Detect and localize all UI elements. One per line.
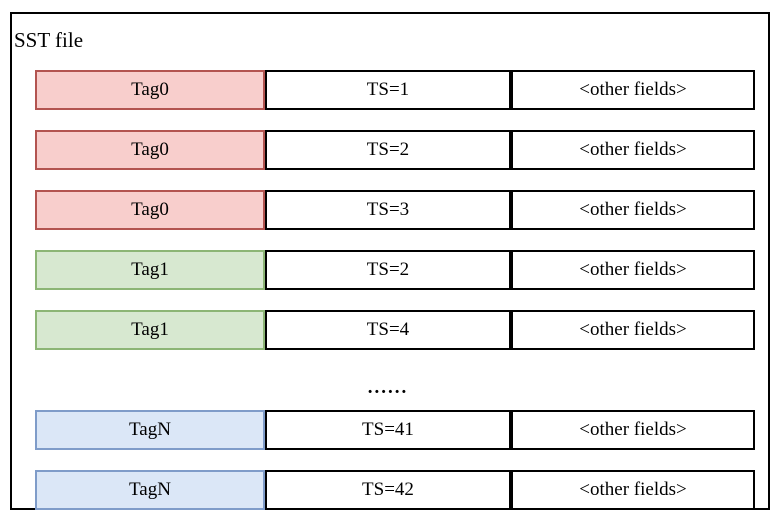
timestamp-cell: TS=42 xyxy=(265,470,511,510)
timestamp-cell: TS=1 xyxy=(265,70,511,110)
tag-cell: Tag1 xyxy=(35,310,265,350)
other-fields-cell: <other fields> xyxy=(511,310,755,350)
record-row: Tag0 TS=2 <other fields> xyxy=(35,130,755,170)
tag-cell: TagN xyxy=(35,470,265,510)
other-fields-cell: <other fields> xyxy=(511,470,755,510)
timestamp-cell: TS=4 xyxy=(265,310,511,350)
record-rows: Tag0 TS=1 <other fields> Tag0 TS=2 <othe… xyxy=(35,70,755,530)
record-row: Tag0 TS=1 <other fields> xyxy=(35,70,755,110)
timestamp-cell: TS=2 xyxy=(265,250,511,290)
timestamp-cell: TS=41 xyxy=(265,410,511,450)
timestamp-cell: TS=2 xyxy=(265,130,511,170)
tag-cell: TagN xyxy=(35,410,265,450)
record-row: TagN TS=41 <other fields> xyxy=(35,410,755,450)
other-fields-cell: <other fields> xyxy=(511,250,755,290)
record-row: Tag0 TS=3 <other fields> xyxy=(35,190,755,230)
ellipsis: ...... xyxy=(367,377,409,398)
other-fields-cell: <other fields> xyxy=(511,410,755,450)
record-row: Tag1 TS=2 <other fields> xyxy=(35,250,755,290)
sst-file-box: SST file Tag0 TS=1 <other fields> Tag0 T… xyxy=(10,12,770,510)
tag-cell: Tag0 xyxy=(35,70,265,110)
other-fields-cell: <other fields> xyxy=(511,130,755,170)
diagram-title: SST file xyxy=(14,28,84,52)
record-row: Tag1 TS=4 <other fields> xyxy=(35,310,755,350)
other-fields-cell: <other fields> xyxy=(511,70,755,110)
tag-cell: Tag0 xyxy=(35,190,265,230)
other-fields-cell: <other fields> xyxy=(511,190,755,230)
timestamp-cell: TS=3 xyxy=(265,190,511,230)
tag-cell: Tag1 xyxy=(35,250,265,290)
tag-cell: Tag0 xyxy=(35,130,265,170)
record-row: TagN TS=42 <other fields> xyxy=(35,470,755,510)
